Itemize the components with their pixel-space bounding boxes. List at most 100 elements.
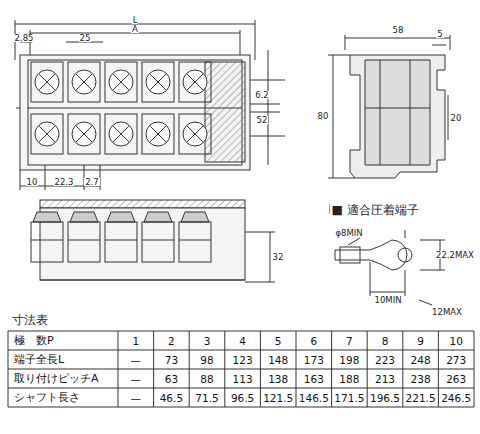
screw-slot xyxy=(39,126,55,142)
screw-slot xyxy=(39,74,55,90)
table-cell: 221.5 xyxy=(403,388,439,407)
screw-slot xyxy=(150,74,166,90)
dimension-value: 20 xyxy=(450,114,463,123)
screw-slot xyxy=(113,74,129,90)
table-row-header: 極 数P xyxy=(8,331,118,350)
screw-profile xyxy=(70,212,98,222)
table-row-header: 取り付けピッチA xyxy=(8,369,118,388)
table-rule xyxy=(367,331,368,407)
terminal-pocket xyxy=(68,62,100,102)
terminal-pocket xyxy=(68,114,100,154)
terminal-cell xyxy=(68,222,100,262)
terminal-cell xyxy=(179,222,211,262)
table-rule xyxy=(402,331,403,407)
table-cell: 3 xyxy=(189,331,225,350)
dimension-value: 10 xyxy=(26,178,39,187)
table-cell: 248 xyxy=(403,350,439,369)
terminal-pocket xyxy=(105,114,137,154)
screw-head xyxy=(109,70,133,94)
table-cell: 1 xyxy=(118,331,154,350)
screw-slot xyxy=(187,126,203,142)
table-rule xyxy=(474,331,475,407)
table-rule xyxy=(118,331,119,407)
screw-slot xyxy=(76,74,92,90)
screw-profile xyxy=(181,212,209,222)
screw-slot xyxy=(39,126,55,142)
table-cell: 10 xyxy=(438,331,474,350)
terminal-edge xyxy=(68,240,100,241)
table-row-header: シャフト長さ xyxy=(8,388,118,407)
screw-slot xyxy=(187,74,203,90)
dimension-value: 2.7 xyxy=(84,178,100,187)
table-cell: 9 xyxy=(403,331,439,350)
terminal-edge xyxy=(105,240,137,241)
table-cell: 263 xyxy=(438,369,474,388)
table-cell: — xyxy=(118,388,154,407)
table-row-header: 端子全長L xyxy=(8,350,118,369)
table-cell: 4 xyxy=(225,331,261,350)
table-cell: 246.5 xyxy=(438,388,474,407)
table-cell: 98 xyxy=(189,350,225,369)
terminal-pocket xyxy=(179,114,211,154)
terminal-edge xyxy=(179,240,211,241)
table-cell: 73 xyxy=(154,350,190,369)
terminal-pocket xyxy=(179,62,211,102)
terminal-cell xyxy=(31,222,63,262)
screw-head xyxy=(146,122,170,146)
table-cell: 96.5 xyxy=(225,388,261,407)
table-cell: 273 xyxy=(438,350,474,369)
table-cell: 113 xyxy=(225,369,261,388)
dimension-value: 22.2MAX xyxy=(435,251,475,260)
screw-head xyxy=(35,70,59,94)
table-cell: 173 xyxy=(296,350,332,369)
dimension-value: φ8MIN xyxy=(334,229,363,238)
table-cell: 223 xyxy=(367,350,403,369)
table-rule xyxy=(8,369,474,370)
screw-slot xyxy=(187,74,203,90)
screw-slot xyxy=(76,126,92,142)
dimension-value: 80 xyxy=(317,112,330,121)
screw-profile xyxy=(33,212,61,222)
screw-head xyxy=(183,122,207,146)
dimension-value: A xyxy=(131,25,139,34)
dimension-value: 52 xyxy=(256,116,269,125)
table-rule xyxy=(153,331,154,407)
terminal-edge xyxy=(31,240,63,241)
table-cell: 2 xyxy=(154,331,190,350)
table-cell: 88 xyxy=(189,369,225,388)
screw-slot xyxy=(113,74,129,90)
table-rule xyxy=(8,331,9,407)
table-cell: 213 xyxy=(367,369,403,388)
front-terminals xyxy=(31,212,211,262)
table-rule xyxy=(260,331,261,407)
dimension-value: 25 xyxy=(79,34,92,43)
table-cell: 171.5 xyxy=(332,388,368,407)
table-cell: 163 xyxy=(296,369,332,388)
terminal-edge xyxy=(142,240,174,241)
table-cell: 71.5 xyxy=(189,388,225,407)
table-cell: 7 xyxy=(332,331,368,350)
table-cell: 121.5 xyxy=(260,388,296,407)
screw-head xyxy=(146,70,170,94)
screw-slot xyxy=(113,126,129,142)
terminal-screws xyxy=(31,62,211,154)
table-rule xyxy=(8,388,474,389)
table-cell: 6 xyxy=(296,331,332,350)
table-cell: 238 xyxy=(403,369,439,388)
dimension-value: 12MAX xyxy=(431,308,463,317)
screw-head xyxy=(72,70,96,94)
table-cell: 46.5 xyxy=(154,388,190,407)
dimension-value: 10MIN xyxy=(373,296,402,305)
table-rule xyxy=(224,331,225,407)
dimension-value: 2.85 xyxy=(14,34,35,43)
terminal-pocket xyxy=(142,62,174,102)
screw-slot xyxy=(113,126,129,142)
table-cell: 138 xyxy=(260,369,296,388)
screw-head xyxy=(109,122,133,146)
table-cell: 198 xyxy=(332,350,368,369)
table-cell: 196.5 xyxy=(367,388,403,407)
table-rule xyxy=(296,331,297,407)
screw-head xyxy=(183,70,207,94)
table-rule xyxy=(8,350,474,351)
